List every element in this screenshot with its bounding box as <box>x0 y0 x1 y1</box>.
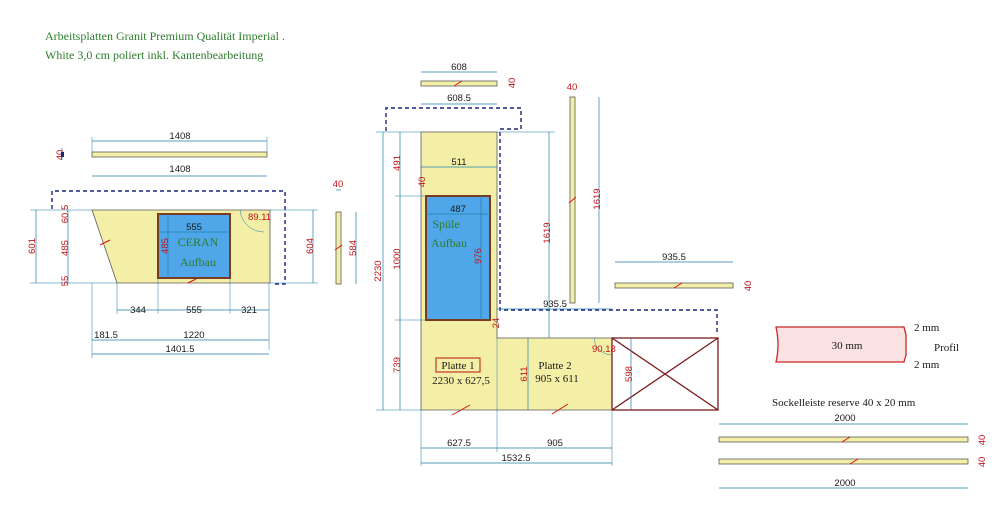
plate1-label-box <box>435 357 481 373</box>
vertical-strip-thickness: 40 <box>567 82 578 93</box>
dim-739: 739 <box>392 357 403 373</box>
sink-height: 976 <box>473 248 484 264</box>
horizontal-strip-length: 935.5 <box>662 252 686 263</box>
side-strip-length: 584 <box>348 240 359 256</box>
sockel-strip2 <box>718 458 969 465</box>
dim-181: 181.5 <box>94 330 118 341</box>
sockel-strip1-thickness: 40 <box>977 435 988 446</box>
sockel-title: Sockelleiste reserve 40 x 20 mm <box>772 397 916 409</box>
cooktop-label1: CERAN <box>178 235 219 249</box>
side-strip-thickness: 40 <box>333 179 344 190</box>
bottom-627: 627.5 <box>447 438 471 449</box>
cooktop-cutout[interactable] <box>157 213 231 279</box>
center-strip-length: 608 <box>451 62 467 73</box>
dim-935-5: 935.5 <box>543 299 567 310</box>
profile-label: Profil <box>934 342 959 354</box>
bottom-905: 905 <box>547 438 563 449</box>
header-line1: Arbeitsplatten Granit Premium Qualität I… <box>45 29 285 43</box>
bottom-dim-2: 555 <box>186 305 202 316</box>
left-strip-length: 1408 <box>169 131 190 142</box>
angle-90: 90.18 <box>592 344 616 355</box>
cooktop-label2: Aufbau <box>180 255 216 269</box>
dim-1401: 1401.5 <box>165 344 194 355</box>
bottom-dim-1: 344 <box>130 305 146 316</box>
dim-1220: 1220 <box>183 330 204 341</box>
dim-491: 491 <box>392 155 403 171</box>
sink-label2: Aufbau <box>431 236 467 250</box>
dim-40: 40 <box>417 177 428 188</box>
sockel-strip2-thickness: 40 <box>977 457 988 468</box>
bottom-dim-3: 321 <box>241 305 257 316</box>
dim-24: 24 <box>491 318 502 329</box>
left-right-height: 604 <box>305 238 316 254</box>
profile-top: 2 mm <box>914 322 940 334</box>
left-offset-bottom: 55 <box>60 276 71 287</box>
sink-label1: Spüle <box>432 217 459 231</box>
sockel-strip2-length: 2000 <box>834 478 855 489</box>
dim-1619: 1619 <box>542 222 553 243</box>
plate2-size: 905 x 611 <box>535 373 579 385</box>
header-line2: White 3,0 cm poliert inkl. Kantenbearbei… <box>45 48 263 62</box>
cooktop-width: 555 <box>186 222 202 233</box>
right-horizontal-strip <box>614 282 734 289</box>
cooktop-height: 485 <box>160 238 171 254</box>
plate1-size: 2230 x 627,5 <box>432 375 490 387</box>
vertical-strip-length: 1619 <box>592 188 603 209</box>
horizontal-strip-thickness: 40 <box>743 281 754 292</box>
left-top-strip <box>91 151 268 158</box>
left-height: 601 <box>27 238 38 254</box>
left-main-width: 1408 <box>169 164 190 175</box>
dim-598: 598 <box>624 366 635 382</box>
profile-shape <box>775 326 907 363</box>
left-angle: 89.11 <box>248 212 271 223</box>
left-offset-mid: 485 <box>60 240 71 256</box>
sink-width: 487 <box>450 204 466 215</box>
plate2-name: Platte 2 <box>538 360 571 372</box>
dim-2230: 2230 <box>373 260 384 281</box>
left-strip-thickness: 40 <box>55 150 66 161</box>
sockel-strip1-length: 2000 <box>834 413 855 424</box>
dim-608-5: 608.5 <box>447 93 471 104</box>
left-offset-top: 60.5 <box>60 205 71 224</box>
center-strip-thickness: 40 <box>507 78 518 89</box>
sink-cutout[interactable] <box>425 195 491 321</box>
plate1-name: Platte 1 <box>441 360 474 372</box>
dim-1000: 1000 <box>392 248 403 269</box>
profile-bottom: 2 mm <box>914 359 940 371</box>
appliance-box <box>611 337 719 411</box>
profile-thickness: 30 mm <box>832 340 863 352</box>
bottom-total: 1532.5 <box>501 453 530 464</box>
dim-611: 611 <box>519 366 530 381</box>
center-top-strip <box>420 80 498 87</box>
dim-511: 511 <box>451 157 466 168</box>
sockel-strip1 <box>718 436 969 443</box>
